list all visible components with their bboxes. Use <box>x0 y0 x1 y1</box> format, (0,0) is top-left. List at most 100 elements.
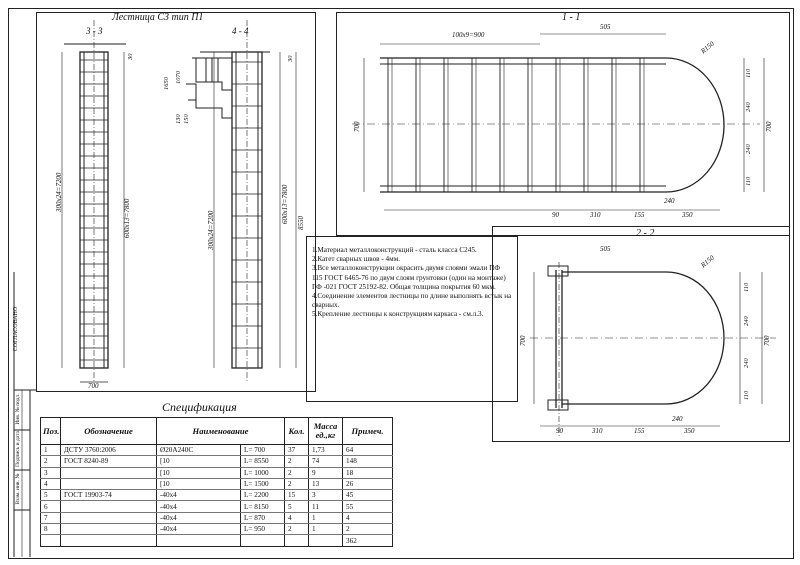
note-3: 3.Все металлоконструкции окрасить двумя … <box>312 264 506 291</box>
dim-240-a: 240 <box>745 102 752 112</box>
spec-header-name: Наименование <box>155 417 286 445</box>
spec-cell: L= 700 <box>239 444 286 457</box>
section-label-4-4: 4 - 4 <box>232 26 249 36</box>
spec-cell: 18 <box>342 467 394 479</box>
spec-cell: 15 <box>284 489 310 502</box>
spec-cell: -40х4 <box>156 489 241 502</box>
dim-110-a: 110 <box>745 68 752 78</box>
dim-110-c: 110 <box>743 282 750 292</box>
spec-cell: L= 8150 <box>239 500 286 513</box>
dim-700-plan2-right: 700 <box>763 335 771 347</box>
spec-cell: 5 <box>284 500 310 513</box>
notes-frame <box>306 236 518 402</box>
dim-30-right: 30 <box>287 55 294 63</box>
spec-cell: 2 <box>284 455 310 468</box>
spec-cell <box>60 523 157 536</box>
section-2-2-frame <box>492 226 790 442</box>
spec-cell <box>284 534 310 547</box>
spec-cell: L= 1000 <box>239 467 286 479</box>
note-2: 2.Катет сварных швов - 4мм. <box>312 255 401 264</box>
dim-130: 130 <box>175 114 182 124</box>
spec-cell: ГОСТ 19903-74 <box>60 489 157 502</box>
stamp-sign: Подпись и дата <box>15 431 21 467</box>
ladder-elevation-3-3 <box>61 20 126 383</box>
dim-900: 100х9=900 <box>452 31 485 39</box>
spec-cell: 2 <box>40 455 61 468</box>
stamp-agreed: СОГЛАСОВАНО <box>13 306 19 352</box>
spec-cell: 26 <box>342 478 394 491</box>
spec-cell: 2 <box>342 523 394 536</box>
dim-150: 150 <box>183 114 190 124</box>
spec-cell: [10 <box>156 467 241 479</box>
spec-cell: [10 <box>156 455 241 468</box>
spec-cell: 1 <box>40 444 61 457</box>
dim-7800-right: 600х13=7800 <box>281 184 289 224</box>
spec-cell <box>60 512 157 525</box>
dim-505-top: 505 <box>600 23 611 31</box>
dim-240-c: 240 <box>743 316 750 326</box>
spec-header-row: Поз. Обозначение Наименование Кол. Масса… <box>40 417 394 445</box>
section-label-3-3: 3 - 3 <box>86 26 103 36</box>
spec-cell: 2 <box>284 467 310 479</box>
spec-cell <box>40 534 61 547</box>
stamp-vz: Взам. инв. № <box>15 473 21 505</box>
spec-cell: 1,73 <box>308 444 344 457</box>
spec-cell: 7 <box>40 512 61 525</box>
spec-cell: 4 <box>284 512 310 525</box>
spec-cell: 13 <box>308 478 344 491</box>
dim-240-d: 240 <box>743 358 750 368</box>
note-1: 1.Материал металлоконструкций - сталь кл… <box>312 246 477 254</box>
dim-90-top: 90 <box>552 211 559 219</box>
ladder-title: Лестница С3 тип П1 <box>112 12 204 23</box>
section-label-1-1: 1 - 1 <box>562 12 581 23</box>
dim-505-bottom: 505 <box>600 245 611 253</box>
spec-cell: 4 <box>40 478 61 491</box>
spec-cell: L= 2200 <box>239 489 286 502</box>
spec-header-pos: Поз. <box>40 417 61 445</box>
dim-700-plan1-right: 700 <box>765 121 773 133</box>
dim-110-b: 110 <box>745 176 752 186</box>
dim-1650: 1650 <box>163 77 170 90</box>
spec-cell <box>60 467 157 479</box>
spec-cell: L= 870 <box>239 512 286 525</box>
spec-cell: [10 <box>156 478 241 491</box>
ladder-plan-1-1 <box>352 33 765 211</box>
spec-cell: 1 <box>308 512 344 525</box>
note-4: 4.Соединение элементов лестницы по длине… <box>312 292 512 310</box>
dim-350-top: 350 <box>682 211 693 219</box>
dim-700-left: 700 <box>88 382 99 390</box>
spec-header-mass: Масса ед.,кг <box>308 417 344 445</box>
spec-cell: -40х4 <box>156 512 241 525</box>
spec-cell: 55 <box>342 500 394 513</box>
spec-cell <box>60 500 157 513</box>
spec-cell: 64 <box>342 444 394 457</box>
spec-cell <box>60 534 157 547</box>
dim-155-top: 155 <box>634 211 645 219</box>
dim-7200-right: 300х24=7200 <box>207 210 215 250</box>
spec-cell: 37 <box>284 444 310 457</box>
spec-cell: L= 8550 <box>239 455 286 468</box>
spec-row: 362 <box>40 534 394 547</box>
specification-table: Поз. Обозначение Наименование Кол. Масса… <box>40 417 394 547</box>
spec-cell: 2 <box>284 523 310 536</box>
spec-header-note: Примеч. <box>342 417 394 445</box>
spec-cell: 148 <box>342 455 394 468</box>
dim-7200-left: 300х24=7200 <box>55 172 63 212</box>
spec-cell <box>239 534 286 547</box>
dim-700-plan2: 700 <box>519 335 527 347</box>
spec-cell: 74 <box>308 455 344 468</box>
spec-header-designation: Обозначение <box>60 417 157 445</box>
section-3-3-frame <box>36 12 316 392</box>
spec-cell: 5 <box>40 489 61 502</box>
dim-30-left: 30 <box>127 53 134 61</box>
ladder-plan-2-2 <box>530 262 776 436</box>
spec-cell: 362 <box>342 534 394 547</box>
